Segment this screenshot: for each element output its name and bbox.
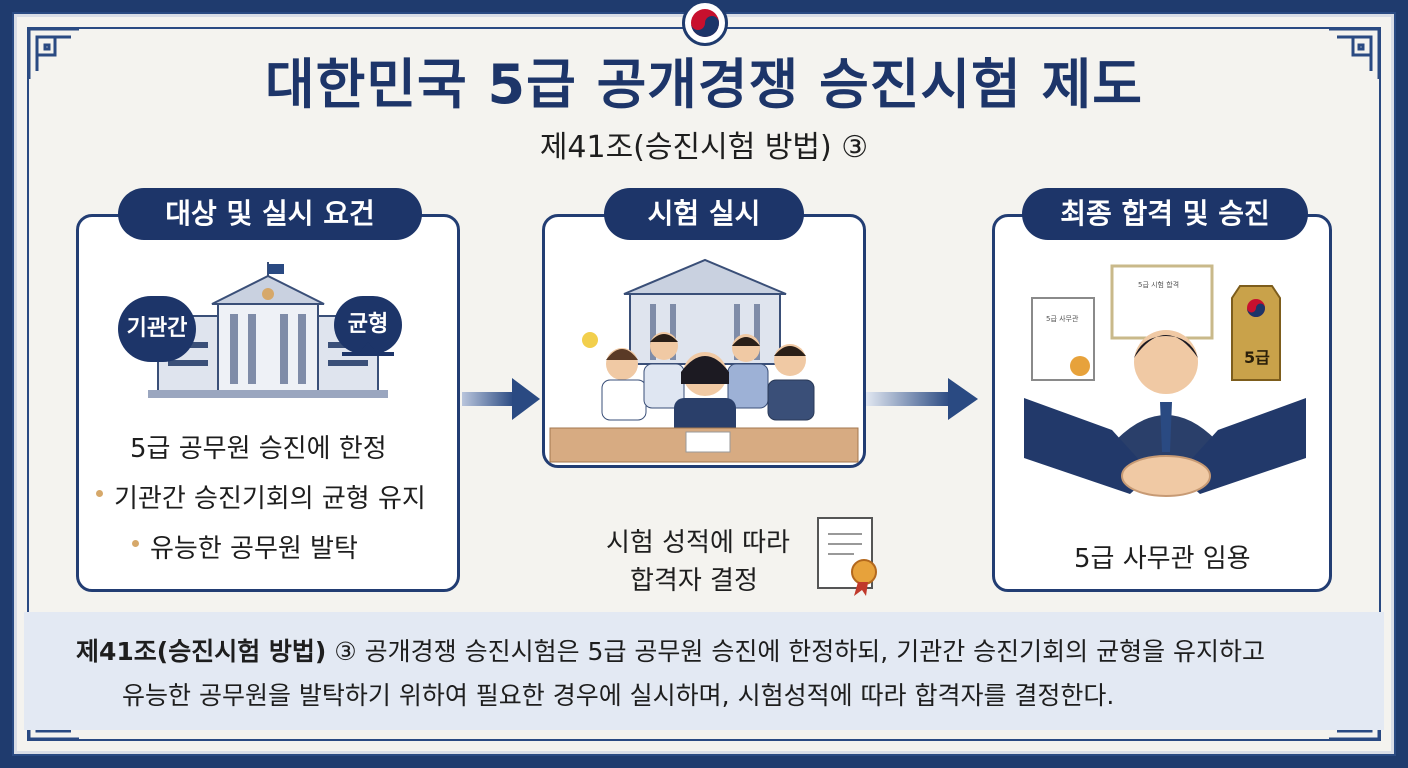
eligibility-bullet: 유능한 공무원 발탁 xyxy=(150,534,358,564)
promotion-illustration xyxy=(1024,264,1306,497)
footer-article-label: 제41조(승진시험 방법) xyxy=(76,637,327,666)
corner-ornament xyxy=(27,27,79,79)
certificate-icon xyxy=(817,517,877,596)
exam-scene-illustration xyxy=(549,258,859,463)
panel-heading-eligibility: 대상 및 실시 요건 xyxy=(118,188,422,240)
certificate-title: 5급 시험 합격 xyxy=(1138,281,1180,289)
final-caption: 5급 사무관 임용 xyxy=(1074,544,1251,574)
panel-heading-final: 최종 합격 및 승진 xyxy=(1022,188,1308,240)
panel-heading-exam: 시험 실시 xyxy=(604,188,804,240)
bullet-dot xyxy=(96,490,103,497)
certificate-title: 5급 사무관 xyxy=(1046,315,1079,323)
page-title: 대한민국 5급 공개경쟁 승진시험 제도 xyxy=(265,53,1143,116)
corner-ornament xyxy=(1329,689,1381,741)
footer-line-1-text: ③ 공개경쟁 승진시험은 5급 공무원 승진에 한정하되, 기관간 승진기회의 … xyxy=(326,637,1266,666)
government-building-icon xyxy=(148,262,388,398)
exam-caption: 합격자 결정 xyxy=(630,566,758,596)
exam-caption: 시험 성적에 따라 xyxy=(606,528,790,558)
right-arrow-icon xyxy=(462,378,540,420)
footer-legal-text-box xyxy=(24,612,1384,730)
page-subtitle: 제41조(승진시험 방법) ③ xyxy=(539,130,869,165)
footer-line-2: 유능한 공무원을 발탁하기 위하여 필요한 경우에 실시하며, 시험성적에 따라… xyxy=(122,681,1115,710)
corner-ornament xyxy=(1329,27,1381,79)
right-arrow-icon xyxy=(866,378,978,420)
bullet-dot xyxy=(132,540,139,547)
corner-ornament xyxy=(27,689,79,741)
taegeuk-emblem-icon xyxy=(682,0,728,46)
grade-insignia-label: 5급 xyxy=(1244,348,1270,367)
scale-icon xyxy=(342,342,394,356)
footer-line-1: 제41조(승진시험 방법) ③ 공개경쟁 승진시험은 5급 공무원 승진에 한정… xyxy=(76,632,1265,668)
eligibility-main-text: 5급 공무원 승진에 한정 xyxy=(130,434,387,464)
eligibility-bullet: 기관간 승진기회의 균형 유지 xyxy=(114,484,426,514)
badge-inter-agency: 기관간 xyxy=(118,296,196,362)
